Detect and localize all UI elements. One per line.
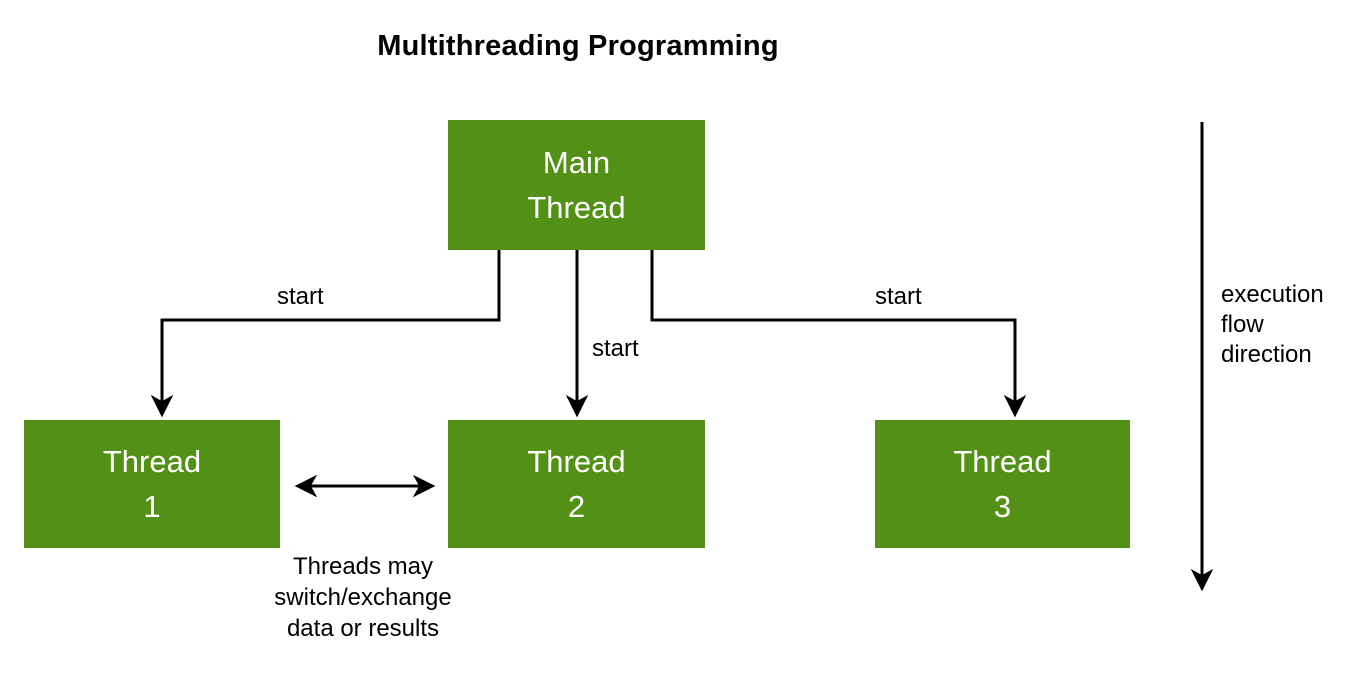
node-main-thread-label: Main Thread <box>527 145 626 225</box>
connector-main-to-thread-3 <box>650 250 1027 418</box>
edge-label-start-thread-2: start <box>592 335 639 362</box>
edge-label-start-thread-3: start <box>875 283 922 310</box>
node-thread-3-label: Thread 3 <box>953 444 1052 524</box>
node-thread-3: Thread 3 <box>875 420 1130 548</box>
exchange-caption: Threads may switch/exchange data or resu… <box>274 553 452 642</box>
node-thread-1-label: Thread 1 <box>102 444 202 524</box>
node-thread-1: Thread 1 <box>24 420 280 548</box>
diagram-title: Multithreading Programming <box>377 30 779 62</box>
execution-flow-label: execution flow direction <box>1221 281 1324 368</box>
node-thread-2: Thread 2 <box>448 420 705 548</box>
node-main-thread: Main Thread <box>448 120 705 250</box>
node-thread-2-label: Thread 2 <box>527 444 626 524</box>
connector-main-to-thread-1 <box>150 250 501 418</box>
edge-label-start-thread-1: start <box>277 283 324 310</box>
